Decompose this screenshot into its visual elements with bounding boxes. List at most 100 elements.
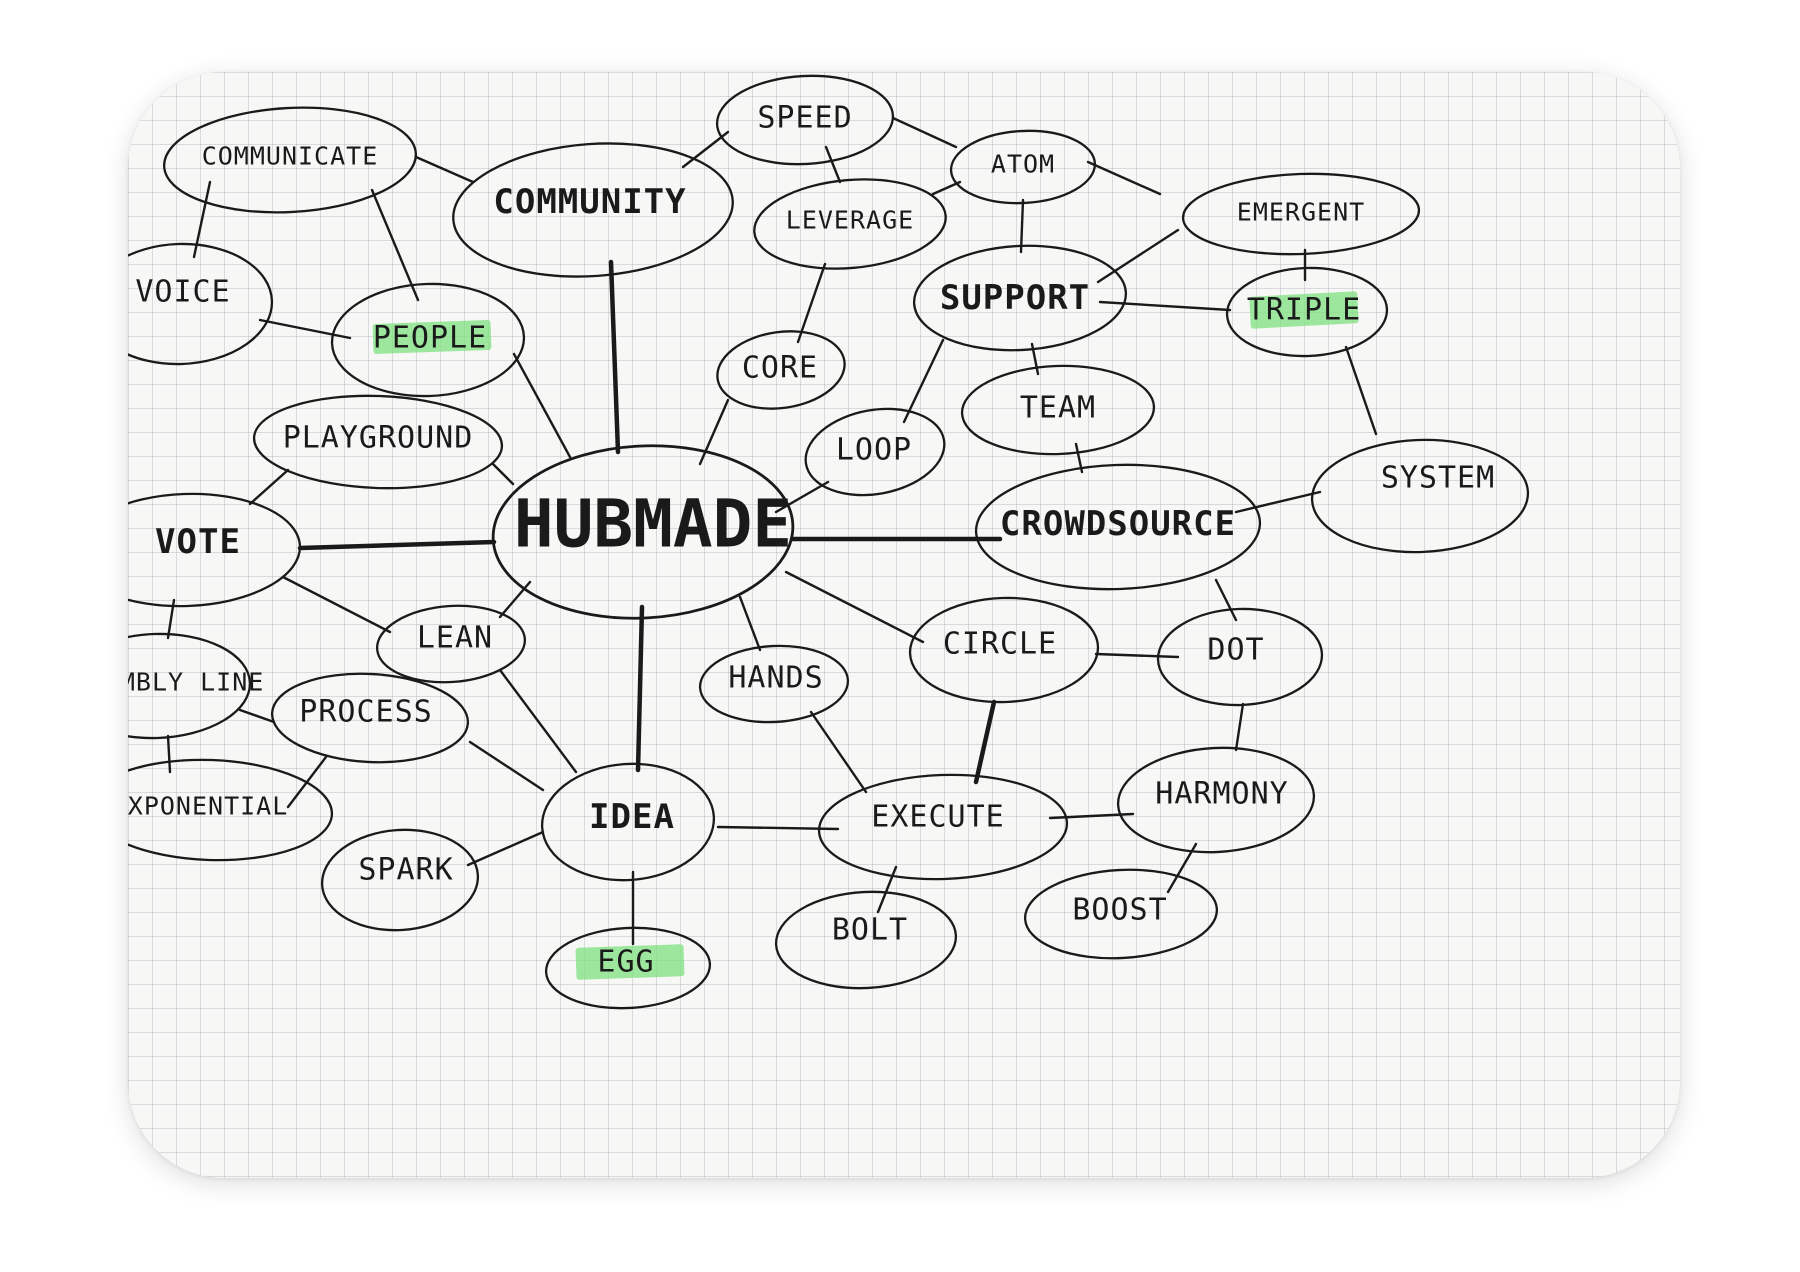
link-communicate-people xyxy=(370,188,420,302)
loop-label: LOOP xyxy=(836,433,912,468)
link-hubmade-hands xyxy=(738,595,762,652)
playground-label: PLAYGROUND xyxy=(283,421,474,456)
link-assembly-process xyxy=(238,708,276,724)
core-label: CORE xyxy=(742,351,818,386)
connections xyxy=(166,116,1378,946)
idea-bubble xyxy=(540,762,716,882)
link-voice-people xyxy=(258,318,352,340)
link-hubmade-idea xyxy=(635,604,645,773)
playground-bubble xyxy=(252,394,504,490)
bolt-bubble xyxy=(774,890,958,990)
link-circle-execute xyxy=(973,699,997,785)
link-process-idea xyxy=(468,740,545,792)
link-vote-hubmade xyxy=(297,539,497,551)
link-crowdsource-dot xyxy=(1214,578,1238,622)
spark-label: SPARK xyxy=(358,853,453,888)
circle-label: CIRCLE xyxy=(943,627,1057,662)
link-people-hubmade xyxy=(512,352,572,459)
highlights xyxy=(372,291,1359,980)
bubbles xyxy=(128,74,1530,1010)
assembly-line-label: ASSEMBLY LINE xyxy=(128,668,264,697)
vote-bubble xyxy=(128,492,302,608)
link-atom-support xyxy=(1019,198,1025,254)
harmony-label: HARMONY xyxy=(1155,777,1288,812)
dot-bubble xyxy=(1156,607,1324,707)
bolt-label: BOLT xyxy=(832,913,908,948)
triple-highlight xyxy=(1249,291,1359,329)
lean-bubble xyxy=(375,604,527,684)
atom-label: ATOM xyxy=(991,150,1055,179)
voice-bubble xyxy=(128,242,274,366)
execute-label: EXECUTE xyxy=(871,800,1004,835)
link-crowdsource-system xyxy=(1234,490,1322,514)
spark-bubble xyxy=(320,828,480,932)
team-bubble xyxy=(960,364,1156,456)
vote-label: VOTE xyxy=(155,522,241,562)
hubmade-label: HUBMADE xyxy=(514,486,792,563)
labels: COMMUNICATE COMMUNITY SPEED ATOM EMERGEN… xyxy=(128,101,1495,980)
community-bubble xyxy=(452,142,734,278)
link-hands-execute xyxy=(809,710,868,794)
dot-label: DOT xyxy=(1207,633,1264,668)
leverage-bubble xyxy=(753,178,947,270)
link-triple-system xyxy=(1344,345,1378,436)
link-speed-atom xyxy=(891,116,958,149)
atom-bubble xyxy=(949,129,1097,205)
link-community-hubmade xyxy=(608,259,621,455)
system-label: SYSTEM xyxy=(1381,461,1495,496)
voice-label: VOICE xyxy=(135,275,230,310)
people-label: PEOPLE xyxy=(373,321,487,356)
egg-label: EGG xyxy=(597,945,654,980)
leverage-label: LEVERAGE xyxy=(786,206,914,235)
link-leverage-core xyxy=(796,262,827,344)
link-communicate-community xyxy=(414,155,475,184)
harmony-bubble xyxy=(1116,746,1316,854)
crowdsource-bubble xyxy=(974,463,1262,591)
circle-bubble xyxy=(908,596,1100,704)
link-loop-hubmade xyxy=(774,480,830,514)
mind-map: COMMUNICATE COMMUNITY SPEED ATOM EMERGEN… xyxy=(128,74,1530,1010)
link-core-hubmade xyxy=(698,398,730,466)
support-label: SUPPORT xyxy=(940,278,1090,318)
triple-label: TRIPLE xyxy=(1247,293,1361,328)
link-assembly-exponential xyxy=(166,734,172,774)
team-label: TEAM xyxy=(1020,391,1096,426)
loop-bubble xyxy=(804,407,946,497)
people-highlight xyxy=(372,320,492,354)
link-hubmade-lean xyxy=(498,580,532,619)
link-hubmade-circle xyxy=(784,570,925,644)
process-bubble xyxy=(270,672,470,764)
communicate-bubble xyxy=(162,106,418,214)
people-bubble xyxy=(330,282,526,398)
assembly-line-bubble xyxy=(128,632,252,740)
link-playground-hubmade xyxy=(491,462,515,486)
link-playground-vote xyxy=(248,468,290,506)
execute-bubble xyxy=(817,773,1069,881)
link-atom-emergent xyxy=(1086,160,1162,196)
community-label: COMMUNITY xyxy=(493,182,686,222)
emergent-bubble xyxy=(1181,172,1421,256)
link-vote-lean xyxy=(281,575,392,634)
egg-highlight xyxy=(575,944,685,980)
link-circle-dot xyxy=(1094,652,1180,659)
exponential-label: EXPONENTIAL xyxy=(128,792,288,821)
link-idea-spark xyxy=(466,830,545,867)
hubmade-bubble xyxy=(491,444,795,620)
link-support-emergent xyxy=(1096,228,1180,284)
notebook-page: COMMUNICATE COMMUNITY SPEED ATOM EMERGEN… xyxy=(128,72,1680,1178)
communicate-label: COMMUNICATE xyxy=(202,142,379,171)
link-lean-idea xyxy=(498,668,578,774)
speed-label: SPEED xyxy=(757,101,852,136)
link-dot-harmony xyxy=(1234,702,1245,752)
hands-bubble xyxy=(698,644,850,724)
support-bubble xyxy=(912,244,1128,352)
egg-bubble xyxy=(544,926,712,1010)
emergent-label: EMERGENT xyxy=(1237,198,1365,227)
boost-bubble xyxy=(1023,868,1219,960)
system-bubble xyxy=(1310,438,1530,554)
boost-label: BOOST xyxy=(1072,893,1167,928)
exponential-bubble xyxy=(128,758,334,862)
crowdsource-label: CROWDSOURCE xyxy=(1000,504,1236,544)
link-speed-leverage xyxy=(824,145,842,184)
hands-label: HANDS xyxy=(728,661,823,696)
